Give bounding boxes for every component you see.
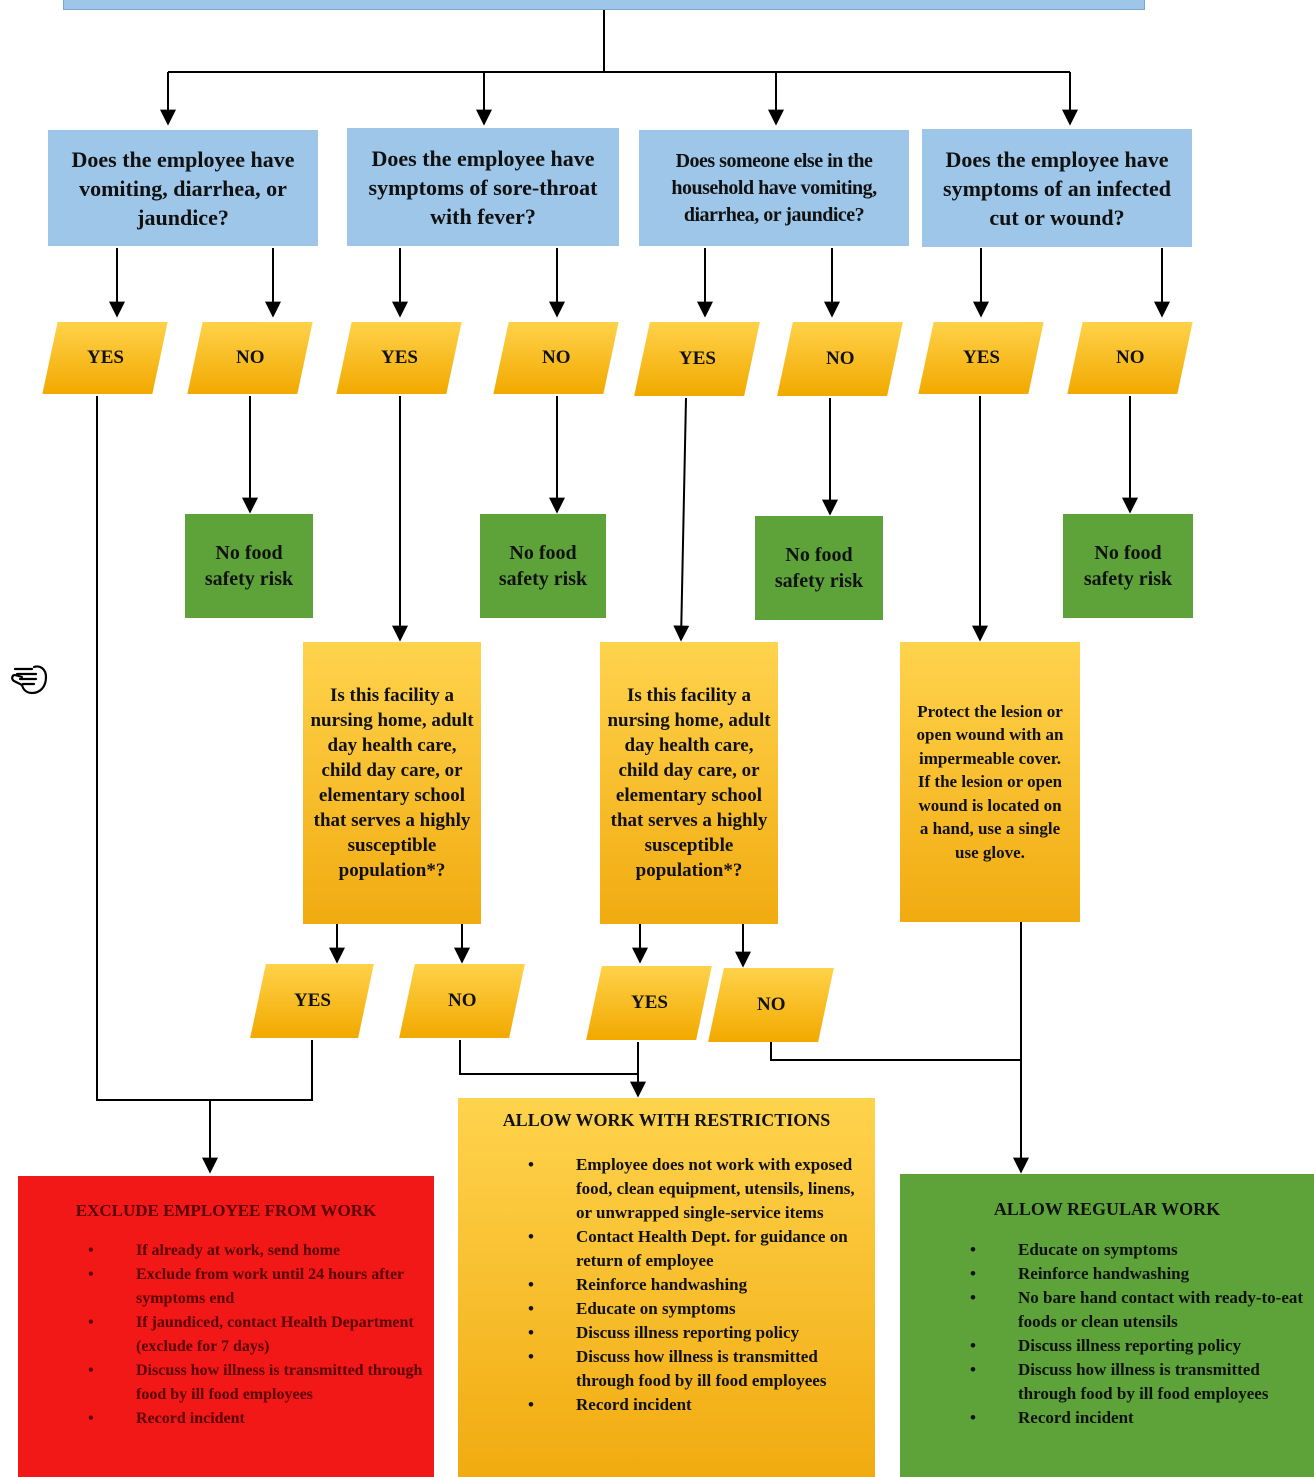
restrictions-item: Employee does not work with exposed food… xyxy=(528,1153,865,1225)
answer-no: NO xyxy=(777,322,903,396)
question-employee-vomiting: Does the employee have vomiting, diarrhe… xyxy=(48,130,318,246)
exclude-item: Record incident xyxy=(88,1407,424,1431)
answer-yes: YES xyxy=(250,964,374,1038)
restrictions-box: ALLOW WORK WITH RESTRICTIONS Employee do… xyxy=(458,1098,875,1477)
answer-yes: YES xyxy=(336,322,462,394)
restrictions-item: Record incident xyxy=(528,1393,865,1417)
regular-work-item: No bare hand contact with ready-to-eat f… xyxy=(970,1286,1304,1334)
protect-wound-text: Protect the lesion or open wound with an… xyxy=(916,701,1064,862)
answer-label: NO xyxy=(541,347,571,368)
answer-no: NO xyxy=(399,964,525,1038)
regular-work-title: ALLOW REGULAR WORK xyxy=(993,1199,1221,1219)
no-risk-box: No food safety risk xyxy=(755,516,883,620)
regular-work-item: Discuss illness reporting policy xyxy=(970,1334,1304,1358)
answer-label: YES xyxy=(678,348,716,369)
question-sore-throat: Does the employee have symptoms of sore-… xyxy=(347,128,619,246)
exclude-employee-box: EXCLUDE EMPLOYEE FROM WORK If already at… xyxy=(18,1176,434,1477)
restrictions-item: Educate on symptoms xyxy=(528,1297,865,1321)
no-risk-box: No food safety risk xyxy=(480,514,606,618)
exclude-title: EXCLUDE EMPLOYEE FROM WORK xyxy=(75,1201,377,1220)
question-text: Does the employee have symptoms of an in… xyxy=(943,146,1171,230)
answer-label: YES xyxy=(380,347,418,368)
answer-no: NO xyxy=(493,322,619,394)
answer-label: NO xyxy=(825,348,855,369)
answer-label: NO xyxy=(756,994,786,1015)
regular-work-item: Discuss how illness is transmitted throu… xyxy=(970,1358,1304,1406)
restrictions-item: Reinforce handwashing xyxy=(528,1273,865,1297)
answer-yes: YES xyxy=(42,322,168,394)
regular-work-box: ALLOW REGULAR WORK Educate on symptoms R… xyxy=(900,1174,1314,1477)
facility-question: Is this facility a nursing home, adult d… xyxy=(303,642,481,924)
exclude-item: Discuss how illness is transmitted throu… xyxy=(88,1359,424,1407)
regular-work-item: Record incident xyxy=(970,1406,1304,1430)
answer-label: YES xyxy=(630,992,668,1013)
exclude-item: If already at work, send home xyxy=(88,1239,424,1263)
answer-no: NO xyxy=(708,968,834,1042)
hand-icon xyxy=(11,665,48,695)
answer-label: NO xyxy=(235,347,265,368)
protect-wound-box: Protect the lesion or open wound with an… xyxy=(900,642,1080,922)
restrictions-item: Contact Health Dept. for guidance on ret… xyxy=(528,1225,865,1273)
answer-label: YES xyxy=(86,347,124,368)
answer-no: NO xyxy=(1067,322,1193,394)
answer-yes: YES xyxy=(634,322,760,396)
question-infected-wound: Does the employee have symptoms of an in… xyxy=(922,129,1192,247)
question-text: Does someone else in the household have … xyxy=(671,149,877,226)
answer-label: YES xyxy=(293,990,331,1011)
question-text: Does the employee have symptoms of sore-… xyxy=(368,145,598,229)
facility-question: Is this facility a nursing home, adult d… xyxy=(600,642,778,924)
exclude-item: If jaundiced, contact Health Department … xyxy=(88,1311,424,1359)
facility-question-text: Is this facility a nursing home, adult d… xyxy=(607,685,771,881)
no-risk-box: No food safety risk xyxy=(1063,514,1193,618)
question-text: Does the employee have vomiting, diarrhe… xyxy=(71,146,295,230)
answer-yes: YES xyxy=(918,322,1044,394)
regular-work-item: Educate on symptoms xyxy=(970,1238,1304,1262)
top-banner xyxy=(63,0,1145,10)
regular-work-item: Reinforce handwashing xyxy=(970,1262,1304,1286)
answer-label: NO xyxy=(1115,347,1145,368)
answer-no: NO xyxy=(187,322,313,394)
restrictions-item: Discuss illness reporting policy xyxy=(528,1321,865,1345)
no-risk-text: No food safety risk xyxy=(498,542,588,590)
exclude-item: Exclude from work until 24 hours after s… xyxy=(88,1263,424,1311)
answer-label: YES xyxy=(962,347,1000,368)
no-risk-text: No food safety risk xyxy=(204,542,294,590)
no-risk-text: No food safety risk xyxy=(774,544,864,592)
no-risk-box: No food safety risk xyxy=(185,514,313,618)
regular-work-list: Educate on symptoms Reinforce handwashin… xyxy=(900,1238,1314,1430)
restrictions-list: Employee does not work with exposed food… xyxy=(458,1153,875,1417)
question-household-vomiting: Does someone else in the household have … xyxy=(639,130,909,246)
restrictions-title: ALLOW WORK WITH RESTRICTIONS xyxy=(502,1110,831,1130)
exclude-list: If already at work, send home Exclude fr… xyxy=(18,1239,434,1431)
facility-question-text: Is this facility a nursing home, adult d… xyxy=(310,685,474,881)
restrictions-item: Discuss how illness is transmitted throu… xyxy=(528,1345,865,1393)
answer-yes: YES xyxy=(586,966,712,1040)
no-risk-text: No food safety risk xyxy=(1083,542,1173,590)
answer-label: NO xyxy=(447,990,477,1011)
